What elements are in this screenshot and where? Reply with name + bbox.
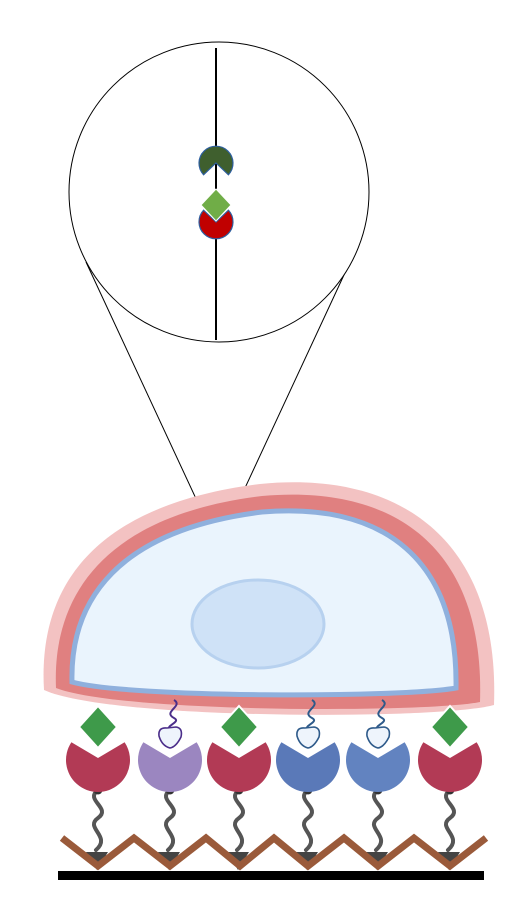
- diamond-ligand-icon: [218, 704, 260, 750]
- receptor-5: [346, 699, 410, 870]
- loop-ligand-icon: [375, 699, 386, 731]
- cup-receptor-icon: [276, 742, 340, 792]
- receptor-6: [418, 704, 482, 870]
- pacman-bead-icon: [198, 145, 234, 176]
- wavy-linker-icon: [164, 788, 176, 852]
- loop-ligand-icon: [305, 699, 316, 731]
- receptor-2: [138, 699, 203, 870]
- wavy-linker-icon: [233, 788, 245, 852]
- cup-receptor-icon: [207, 742, 271, 792]
- diamond-ligand-icon: [200, 188, 232, 222]
- diamond-ligand-icon: [429, 704, 471, 750]
- small-ligand-blob-icon: [296, 726, 321, 749]
- wavy-linker-icon: [302, 788, 314, 852]
- receptor-3: [207, 704, 271, 870]
- cup-receptor-icon: [418, 742, 482, 792]
- wavy-linker-icon: [372, 788, 384, 852]
- substrate-zigzag: [59, 833, 489, 871]
- pacman-bead-red-icon: [198, 209, 234, 240]
- substrate-base: [58, 871, 484, 880]
- substrate: [58, 833, 489, 880]
- receptor-4: [276, 699, 340, 870]
- zoom-inset: [68, 41, 370, 343]
- cup-receptor-icon: [138, 742, 203, 792]
- cell: [43, 482, 495, 715]
- cup-receptor-icon: [65, 742, 130, 792]
- cup-receptor-icon: [346, 742, 410, 792]
- diamond-ligand-icon: [77, 704, 119, 750]
- wavy-linker-icon: [444, 788, 456, 852]
- small-ligand-blob-icon: [158, 726, 183, 749]
- wavy-linker-icon: [92, 788, 104, 852]
- loop-ligand-icon: [167, 699, 178, 731]
- nucleus: [190, 578, 326, 670]
- small-ligand-blob-icon: [366, 726, 391, 749]
